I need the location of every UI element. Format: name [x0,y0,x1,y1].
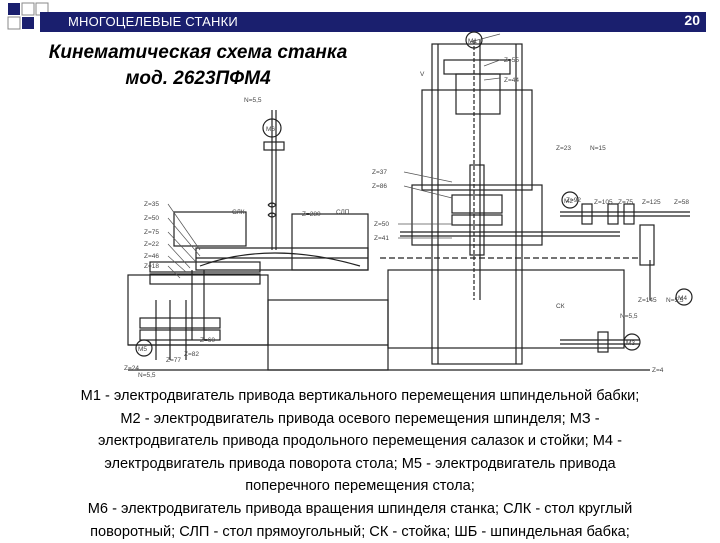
legend-line: М2 - электродвигатель привода осевого пе… [120,410,600,427]
corner-decoration [7,2,49,30]
svg-text:M4: M4 [678,295,687,302]
motor-m3: M3 [623,333,641,351]
svg-text:Z=50: Z=50 [374,221,389,228]
svg-text:Z=24: Z=24 [124,365,139,372]
svg-text:M2: M2 [564,198,573,205]
motor-m4: M4 [675,288,693,306]
page-title: Кинематическая схема станка мод. 2623ПФМ… [28,40,368,92]
svg-text:Z=4: Z=4 [652,367,664,374]
legend-line: поворотный; СЛП - стол прямоугольный; СК… [90,523,630,540]
svg-text:Z=35: Z=35 [144,201,159,208]
header-bar [40,12,706,32]
svg-text:N=15: N=15 [590,145,606,152]
svg-text:N=5,5: N=5,5 [666,297,684,304]
svg-text:N=5,5: N=5,5 [138,372,156,379]
motor-m1: M1 [465,31,483,49]
svg-text:Z=92: Z=92 [566,197,581,204]
machine-base [127,269,650,371]
bottom-gear-train [139,300,221,360]
legend-line: М6 - электродвигатель привода вращения ш… [87,500,633,517]
title-line-1: Кинематическая схема станка [48,42,348,63]
svg-text:Z=18: Z=18 [144,263,159,270]
svg-text:M1: M1 [468,38,477,45]
svg-text:Z=44: Z=44 [504,77,519,84]
svg-text:Z=50: Z=50 [144,215,159,222]
svg-text:V: V [420,71,425,78]
diagram-labels: Z=55 Z=44 V Z=23 N=15 Z=37 Z=86 Z=92 Z=1… [124,57,689,379]
motor-m2: M2 [561,191,579,209]
svg-text:Z=280: Z=280 [302,211,321,218]
svg-text:Z=23: Z=23 [556,145,571,152]
svg-text:Z=82: Z=82 [184,351,199,358]
svg-text:M5: M5 [138,346,147,353]
kinematic-diagram: M1 M2 M3 M4 M5 M6 Z=55 Z=44 V Z=23 N=15 … [124,31,693,379]
svg-text:M6: M6 [266,126,275,133]
legend-line: электродвигатель привода продольного пер… [98,433,622,450]
svg-text:Z=145: Z=145 [638,297,657,304]
header-title: МНОГОЦЕЛЕВЫЕ СТАНКИ [68,14,238,29]
svg-text:Z=46: Z=46 [144,253,159,260]
svg-text:Z=55: Z=55 [504,57,519,64]
slide-number: 20 [684,12,700,28]
svg-text:Z=86: Z=86 [372,183,387,190]
column-stand [411,43,543,365]
svg-text:Z=37: Z=37 [372,169,387,176]
title-line-2: мод. 2623ПФМ4 [125,68,271,89]
svg-text:N=5,5: N=5,5 [244,97,262,104]
svg-text:Z=77: Z=77 [166,357,181,364]
motor-m6: M6 [262,118,282,138]
right-drive [560,203,690,353]
svg-text:Z=60: Z=60 [200,337,215,344]
svg-text:N=5,5: N=5,5 [620,313,638,320]
svg-text:СК: СК [556,303,565,310]
leader-lines [167,33,501,279]
spindle-shafts [380,40,640,300]
svg-text:Z=58: Z=58 [674,199,689,206]
svg-text:СЛК: СЛК [232,209,245,216]
legend-line: поперечного перемещения стола; [245,478,475,495]
svg-text:Z=125: Z=125 [642,199,661,206]
motor-m5: M5 [135,339,153,357]
m1-drive [263,110,285,250]
legend-line: М1 - электродвигатель привода вертикальн… [80,388,640,404]
svg-text:Z=105: Z=105 [594,199,613,206]
svg-text:Z=41: Z=41 [374,235,389,242]
legend-text: М1 - электродвигатель привода вертикальн… [6,385,714,543]
svg-text:Z=75: Z=75 [618,199,633,206]
svg-text:Z=22: Z=22 [144,241,159,248]
svg-text:СЛП: СЛП [336,209,350,216]
legend-line: электродвигатель привода поворота стола;… [104,455,616,472]
svg-text:Z=75: Z=75 [144,229,159,236]
tables [149,211,369,340]
svg-text:M3: M3 [626,340,635,347]
